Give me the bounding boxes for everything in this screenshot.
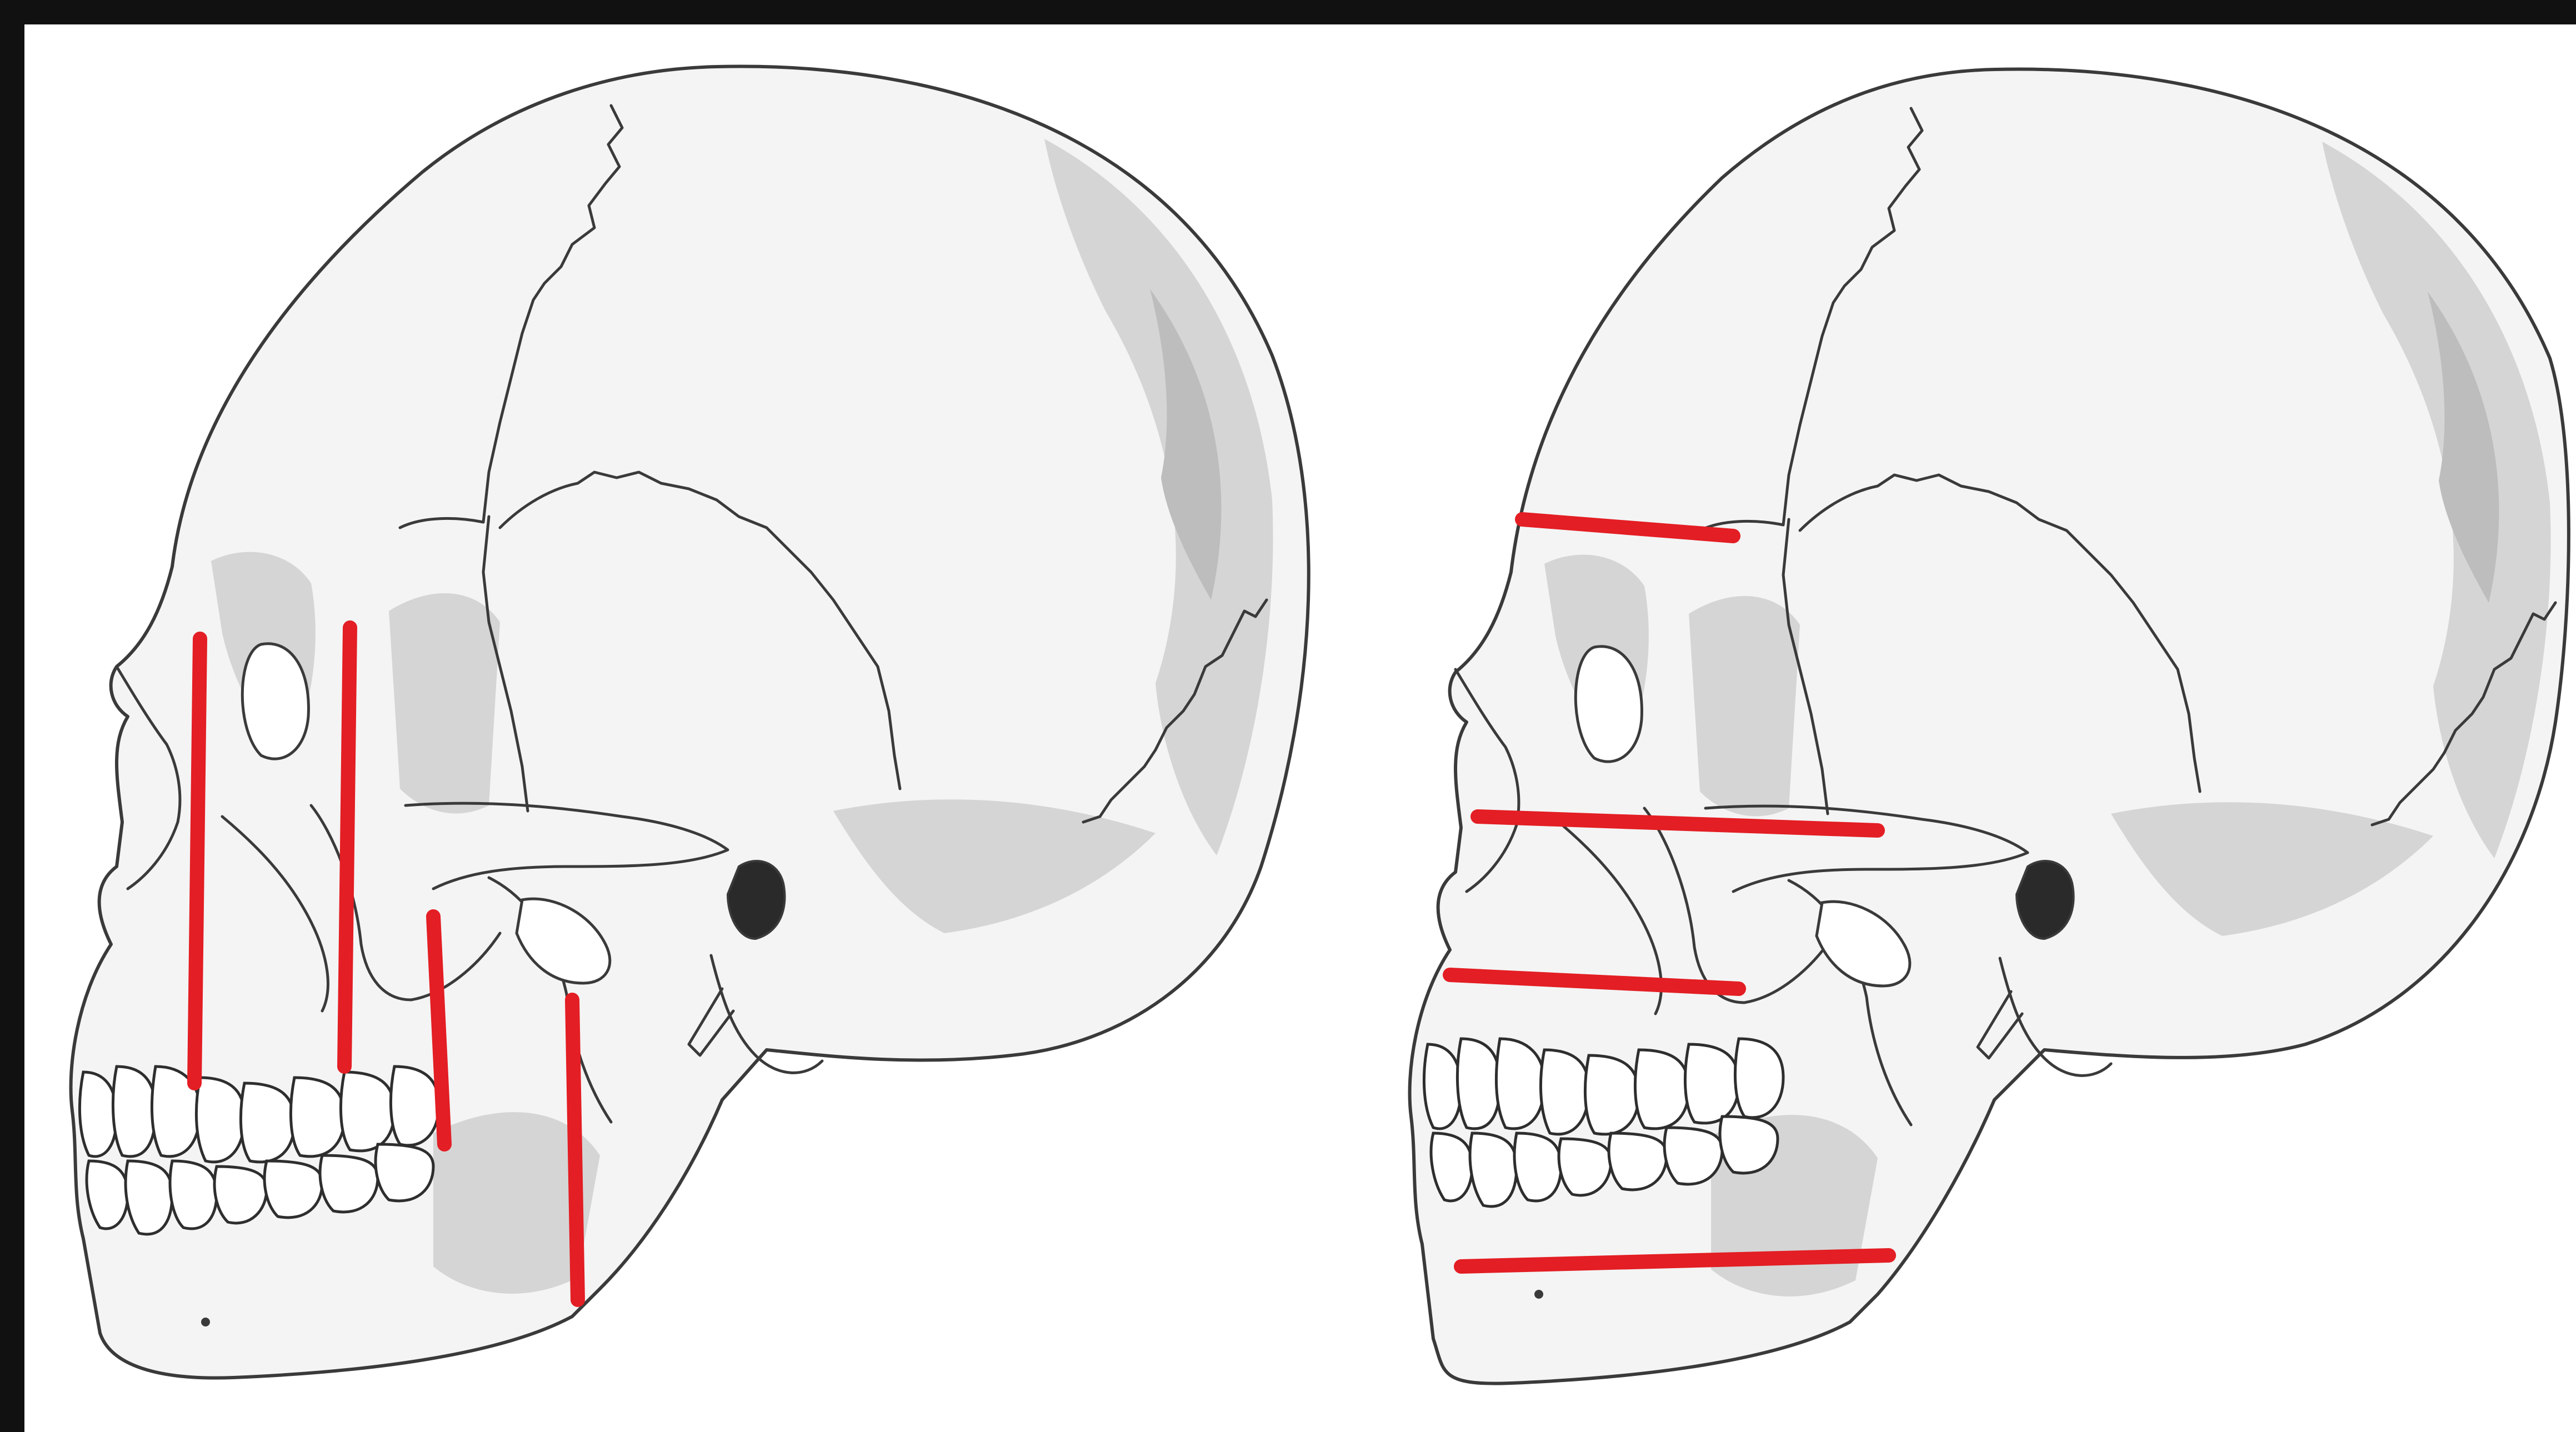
left-skull bbox=[71, 66, 1309, 1378]
left-orbit bbox=[242, 644, 308, 759]
tooth bbox=[1540, 1050, 1589, 1134]
tooth bbox=[1457, 1039, 1500, 1129]
left-mental-foramen bbox=[201, 1318, 210, 1326]
tooth bbox=[1664, 1128, 1722, 1184]
tooth bbox=[1609, 1133, 1667, 1190]
tooth bbox=[241, 1083, 294, 1162]
tooth bbox=[320, 1155, 378, 1212]
tooth bbox=[1514, 1133, 1561, 1201]
tooth bbox=[1470, 1133, 1517, 1206]
tooth bbox=[113, 1067, 156, 1156]
tooth bbox=[170, 1161, 217, 1229]
tooth bbox=[1585, 1055, 1639, 1134]
tooth bbox=[196, 1078, 244, 1162]
tooth bbox=[376, 1144, 433, 1201]
tooth bbox=[341, 1072, 394, 1151]
left-fracture-line-4 bbox=[572, 1000, 578, 1300]
right-mental-foramen bbox=[1534, 1290, 1543, 1299]
left-ear-canal bbox=[728, 861, 785, 939]
tooth bbox=[126, 1161, 172, 1234]
tooth bbox=[264, 1161, 322, 1218]
tooth bbox=[1720, 1116, 1778, 1173]
right-orbit bbox=[1575, 647, 1642, 762]
left-fracture-line-1 bbox=[194, 639, 200, 1083]
tooth bbox=[291, 1078, 344, 1156]
tooth bbox=[1635, 1050, 1689, 1129]
tooth bbox=[1735, 1039, 1783, 1118]
left-fracture-line-2 bbox=[344, 628, 350, 1067]
right-ear-canal bbox=[2017, 861, 2074, 939]
tooth bbox=[1685, 1044, 1739, 1123]
right-skull bbox=[1410, 69, 2569, 1383]
right-skull-shade-zygoma bbox=[1689, 596, 1800, 816]
tooth bbox=[391, 1067, 439, 1145]
left-skull-shade-zygoma bbox=[389, 593, 500, 813]
